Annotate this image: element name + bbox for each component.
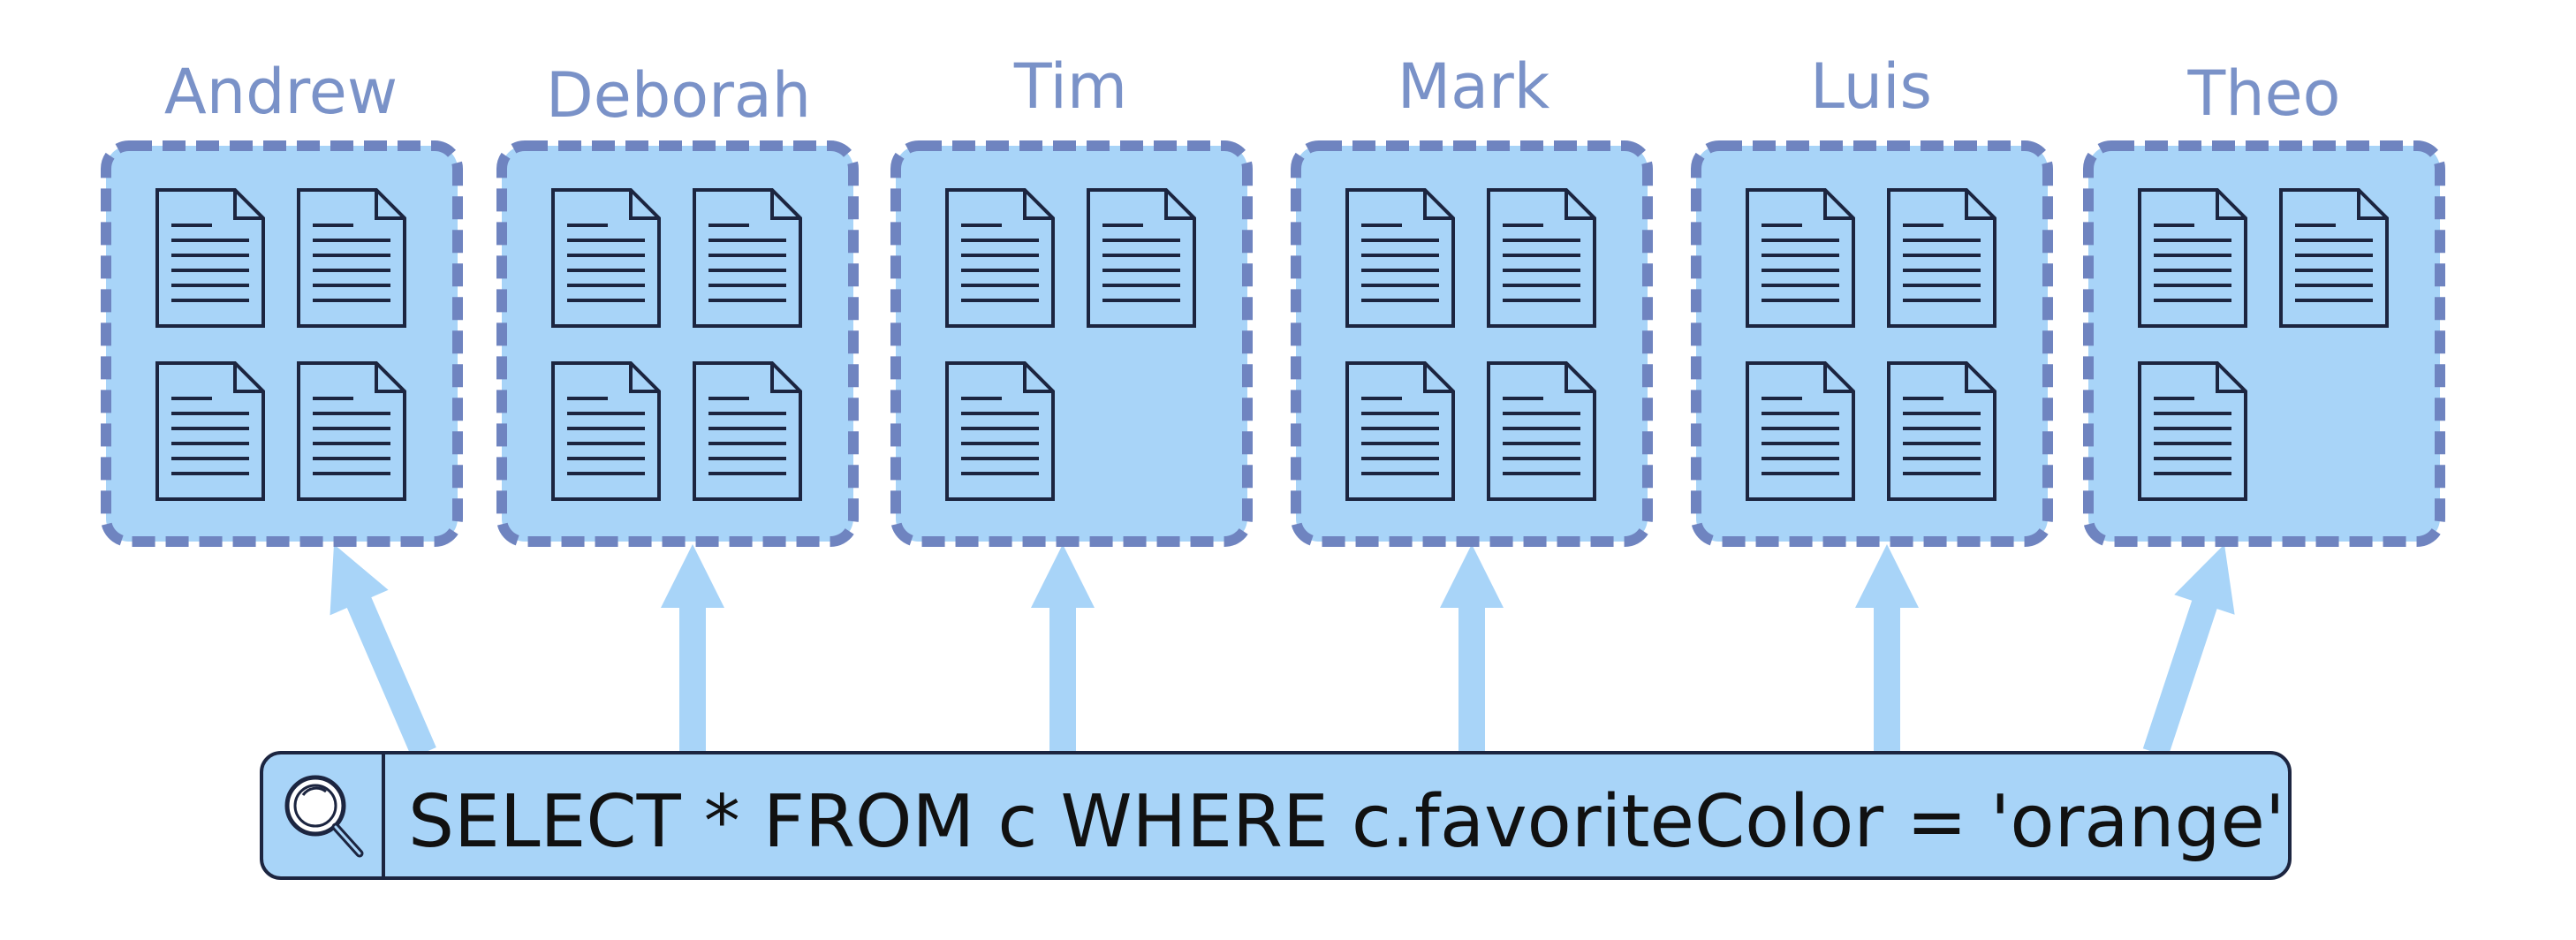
partition-label: Deborah bbox=[546, 59, 811, 132]
query-text: SELECT * FROM c WHERE c.favoriteColor = … bbox=[408, 780, 2285, 864]
partition-label: Tim bbox=[1013, 50, 1127, 123]
partition-tim: Tim bbox=[890, 50, 1253, 547]
partition-label: Theo bbox=[2186, 57, 2340, 130]
arrow-to-theo bbox=[2142, 544, 2235, 757]
partition-theo: Theo bbox=[2083, 57, 2445, 547]
arrow-to-luis bbox=[1855, 544, 1919, 753]
partition-luis: Luis bbox=[1691, 50, 2053, 547]
partition-andrew: Andrew bbox=[101, 56, 463, 547]
partition-label: Luis bbox=[1810, 50, 1932, 123]
fan-out-arrows bbox=[330, 544, 2235, 758]
partitions: Andrew Deborah Tim Mark Luis Theo bbox=[101, 50, 2445, 547]
partition-mark: Mark bbox=[1291, 50, 1653, 547]
partition-label: Andrew bbox=[164, 56, 398, 128]
query-bar[interactable]: SELECT * FROM c WHERE c.favoriteColor = … bbox=[260, 751, 2292, 880]
arrow-to-andrew bbox=[330, 544, 436, 758]
partition-label: Mark bbox=[1398, 50, 1550, 123]
arrow-to-deborah bbox=[661, 544, 724, 753]
partition-deborah: Deborah bbox=[496, 59, 859, 547]
arrow-to-mark bbox=[1440, 544, 1504, 753]
arrow-to-tim bbox=[1031, 544, 1095, 753]
magnifier-icon bbox=[284, 775, 364, 858]
